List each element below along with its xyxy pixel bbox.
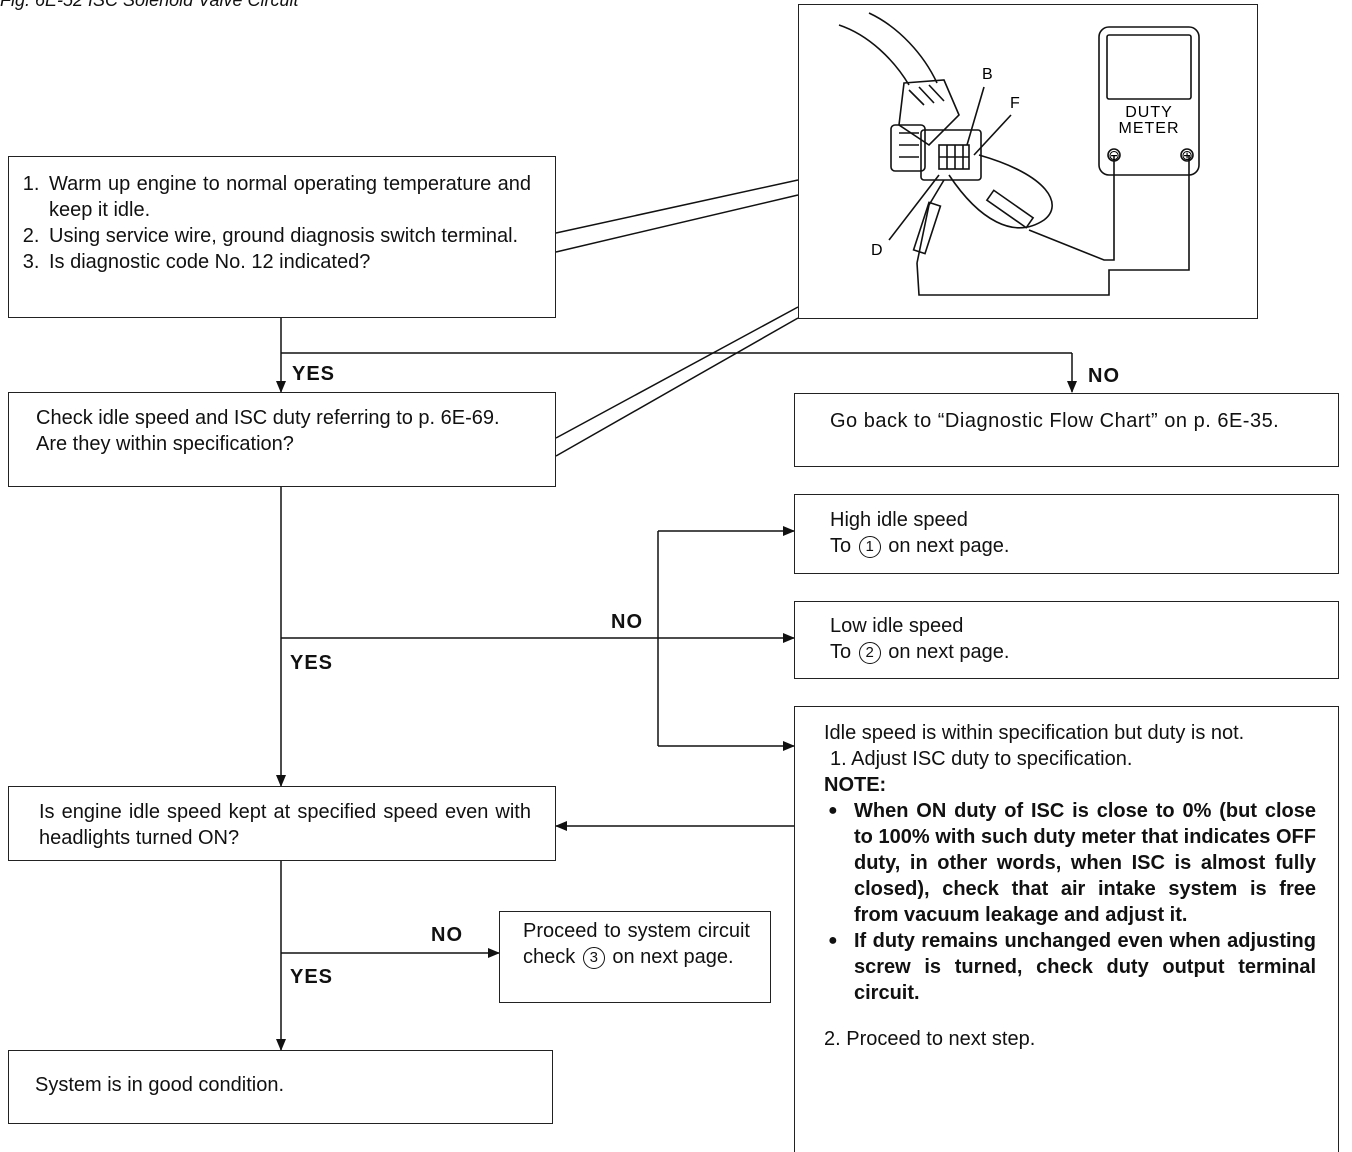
meter-plus-symbol: ⊕ [1181,147,1193,163]
high-idle-pre: To [830,535,852,557]
go-back-text: Go back to “Diagnostic Flow Chart” on p.… [830,410,1280,432]
terminal-label-d: D [871,242,883,259]
proceed-pre: Proceed to system circuit check [523,920,750,968]
figure-caption: Fig. 6E-52 ISC Solenoid Valve Circuit [0,0,299,10]
terminal-label-f: F [1010,95,1020,112]
high-idle-title: High idle speed [830,509,968,531]
terminal-label-b: B [982,66,993,83]
within-spec-lead: Idle speed is within specification but d… [824,722,1245,744]
label-yes-2: YES [290,652,334,674]
proceed-box: Proceed to system circuit check 3 on nex… [499,911,771,1003]
within-spec-step2: Proceed to next step. [846,1028,1036,1050]
check-idle-text: Check idle speed and ISC duty referring … [36,407,500,429]
callout-line [555,179,799,234]
high-idle-box: High idle speed To 1 on next page. [794,494,1339,574]
step-start-box: Warm up engine to normal operating tempe… [8,156,556,318]
proceed-post: on next page. [612,946,734,968]
low-idle-title: Low idle speed [830,615,964,637]
high-idle-post: on next page. [888,535,1010,557]
note-item: When ON duty of ISC is close to 0% (but … [828,798,1316,928]
start-step-item: Warm up engine to normal operating tempe… [45,171,531,223]
label-no-1: NO [1088,365,1120,387]
label-yes-3: YES [290,966,334,988]
check-idle-box: Check idle speed and ISC duty referring … [8,392,556,487]
harness-cable [868,12,938,84]
headlights-text: Is engine idle speed kept at specified s… [39,801,531,849]
good-condition-text: System is in good condition. [35,1074,285,1096]
probe-lead [916,179,945,264]
label-no-2: NO [611,611,643,633]
callout-line [555,317,799,457]
good-condition-box: System is in good condition. [8,1050,553,1124]
illustration-frame: B F D DUTY METER ⊖ ⊕ [798,4,1258,319]
low-idle-box: Low idle speed To 2 on next page. [794,601,1339,679]
probe-lead [948,154,1053,229]
within-spec-box: Idle speed is within specification but d… [794,706,1339,1152]
harness-cable [838,24,910,86]
duty-meter-icon [1098,26,1200,176]
label-no-3: NO [431,924,463,946]
start-step-item: Is diagnostic code No. 12 indicated? [45,249,531,275]
ref-1-icon: 1 [858,536,881,558]
ref-3-icon: 3 [582,947,605,969]
go-back-box: Go back to “Diagnostic Flow Chart” on p.… [794,393,1339,467]
meter-minus-symbol: ⊖ [1108,147,1120,163]
note-title: NOTE: [824,774,887,796]
ref-2-icon: 2 [858,642,881,664]
start-step-item: Using service wire, ground diagnosis swi… [45,223,531,249]
callout-line [555,194,799,253]
connector-icon [890,124,982,181]
check-idle-question: Are they within specification? [36,433,294,455]
note-list: When ON duty of ISC is close to 0% (but … [824,798,1316,1006]
duty-meter-illustration: B F D DUTY METER ⊖ ⊕ [838,12,1200,296]
low-idle-post: on next page. [888,641,1010,663]
callout-line [555,306,799,439]
meter-label-duty: DUTY [1125,104,1173,121]
start-steps: Warm up engine to normal operating tempe… [17,171,531,275]
note-item: If duty remains unchanged even when adju… [828,928,1316,1006]
low-idle-pre: To [830,641,852,663]
meter-label-meter: METER [1119,120,1180,137]
label-yes-1: YES [292,363,336,385]
headlights-box: Is engine idle speed kept at specified s… [8,786,556,861]
within-spec-step1: Adjust ISC duty to specification. [851,748,1133,770]
